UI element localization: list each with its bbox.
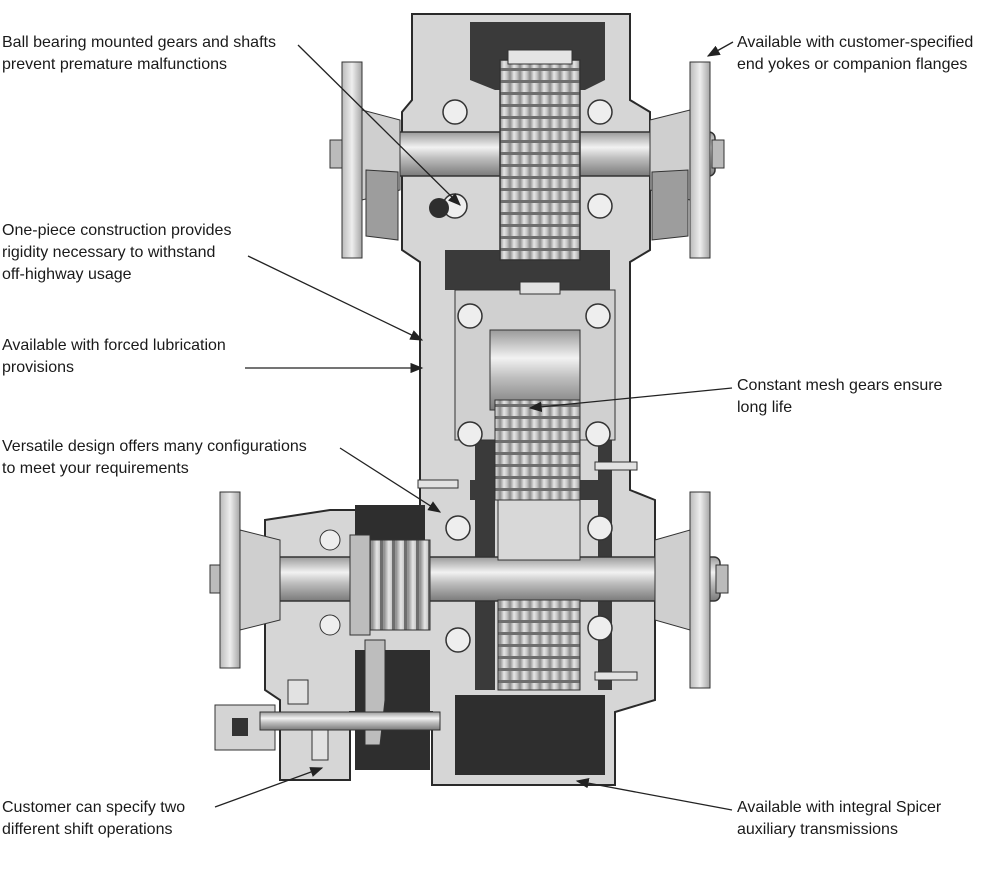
- upper-gear: [499, 49, 581, 261]
- leader-lines: [214, 41, 734, 811]
- callout-auxiliary: Available with integral Spicer auxiliary…: [737, 797, 941, 841]
- callout-line: provisions: [2, 359, 75, 376]
- callout-line: Available with forced lubrication: [2, 337, 226, 354]
- callout-line: to meet your requirements: [2, 460, 189, 477]
- leader-auxiliary: [575, 778, 733, 811]
- shift-mechanism: [214, 639, 441, 761]
- middle-gear: [454, 281, 616, 501]
- callout-line: Ball bearing mounted gears and shafts: [2, 34, 276, 51]
- bolts: [417, 461, 638, 681]
- leader-shift-operations: [214, 767, 324, 808]
- callout-line: rigidity necessary to withstand: [2, 244, 216, 261]
- callout-line: prevent premature malfunctions: [2, 56, 227, 73]
- callout-end-yokes: Available with customer-specified end yo…: [737, 32, 973, 76]
- callout-line: Constant mesh gears ensure: [737, 377, 943, 394]
- lower-left-flange: [219, 491, 281, 669]
- lower-gears: [319, 499, 613, 691]
- lower-shaft: [209, 556, 729, 602]
- callout-shift-operations: Customer can specify two different shift…: [2, 797, 185, 841]
- callout-forced-lubrication: Available with forced lubrication provis…: [2, 335, 226, 379]
- callout-line: One-piece construction provides: [2, 222, 232, 239]
- leader-end-yokes: [706, 41, 734, 57]
- callout-line: auxiliary transmissions: [737, 821, 898, 838]
- callout-line: long life: [737, 399, 793, 416]
- leader-ball-bearing: [297, 44, 461, 206]
- callout-line: Available with integral Spicer: [737, 799, 942, 816]
- callout-line: end yokes or companion flanges: [737, 56, 968, 73]
- upper-right-flange: [649, 61, 711, 259]
- lower-right-flange: [654, 491, 711, 689]
- leader-constant-mesh: [528, 387, 733, 413]
- callout-line: different shift operations: [2, 821, 173, 838]
- callout-one-piece: One-piece construction provides rigidity…: [2, 220, 231, 286]
- callout-versatile-design: Versatile design offers many configurati…: [2, 436, 307, 480]
- leader-one-piece: [247, 255, 424, 341]
- callout-line: Customer can specify two: [2, 799, 186, 816]
- callout-line: off-highway usage: [2, 266, 132, 283]
- callout-ball-bearing: Ball bearing mounted gears and shafts pr…: [2, 32, 276, 76]
- leader-versatile-design: [339, 447, 442, 513]
- callout-line: Available with customer-specified: [737, 34, 974, 51]
- upper-left-flange: [341, 61, 401, 259]
- callout-constant-mesh: Constant mesh gears ensure long life: [737, 375, 942, 419]
- callout-line: Versatile design offers many configurati…: [2, 438, 307, 455]
